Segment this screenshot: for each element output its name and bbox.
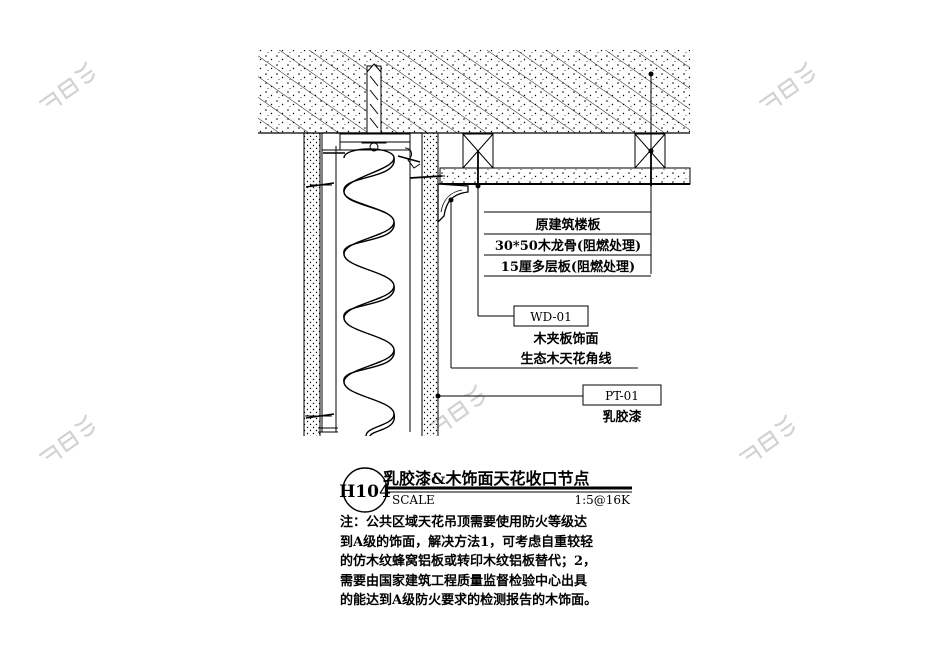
watermark-logo <box>428 384 485 429</box>
insulation <box>343 148 395 436</box>
title-block: H104 乳胶漆&木饰面天花收口节点 SCALE 1:5@16K <box>339 467 632 513</box>
label-wood-veneer: 木夹板饰面 <box>532 331 598 347</box>
wall-lines <box>303 132 439 436</box>
crown-moulding <box>437 183 469 224</box>
label-plywood: 15厘多层板(阻燃处理) <box>501 259 635 275</box>
watermark-logo <box>38 414 95 459</box>
note-line: 注：公共区域天花吊顶需要使用防火等级达 <box>340 515 588 530</box>
watermark-logo <box>758 61 815 106</box>
svg-text:PT-01: PT-01 <box>605 389 639 403</box>
note-line: 到A级的饰面，解决方法1，可考虑自重较轻 <box>340 534 594 550</box>
material-table: 原建筑楼板 30*50木龙骨(阻燃处理) 15厘多层板(阻燃处理) <box>484 211 651 277</box>
wall-assembly <box>304 133 438 436</box>
tag-wd-01: WD-01 <box>513 305 589 327</box>
svg-text:WD-01: WD-01 <box>530 310 572 324</box>
scale-label: SCALE <box>392 493 435 507</box>
watermark-group <box>38 61 815 459</box>
leader-dots <box>435 71 654 399</box>
watermark-logo <box>738 414 795 459</box>
watermark-logo <box>38 61 95 106</box>
note-line: 的能达到A级防火要求的检测报告的木饰面。 <box>340 593 598 608</box>
leader-lines <box>438 74 652 397</box>
label-original-slab: 原建筑楼板 <box>535 217 601 233</box>
detail-number: H104 <box>339 482 391 502</box>
note-line: 需要由国家建筑工程质量监督检验中心出具 <box>340 573 588 589</box>
plywood-board <box>439 167 691 185</box>
note-line: 的仿木纹蜂窝铝板或转印木纹铝板替代；2， <box>340 554 597 569</box>
detail-title: 乳胶漆&木饰面天花收口节点 <box>383 469 589 488</box>
top-bracket <box>339 133 421 169</box>
concrete-slab <box>258 50 690 134</box>
wall-screws <box>305 152 421 419</box>
label-wood-keel: 30*50木龙骨(阻燃处理) <box>495 238 641 254</box>
notes-block: 注：公共区域天花吊顶需要使用防火等级达 到A级的饰面，解决方法1，可考虑自重较轻… <box>340 513 640 611</box>
label-crown-moulding: 生态木天花角线 <box>520 351 611 367</box>
label-latex-paint: 乳胶漆 <box>602 409 641 425</box>
detail-number-circle <box>342 467 388 513</box>
scale-value: 1:5@16K <box>574 493 631 507</box>
tag-pt-01: PT-01 <box>582 384 662 406</box>
